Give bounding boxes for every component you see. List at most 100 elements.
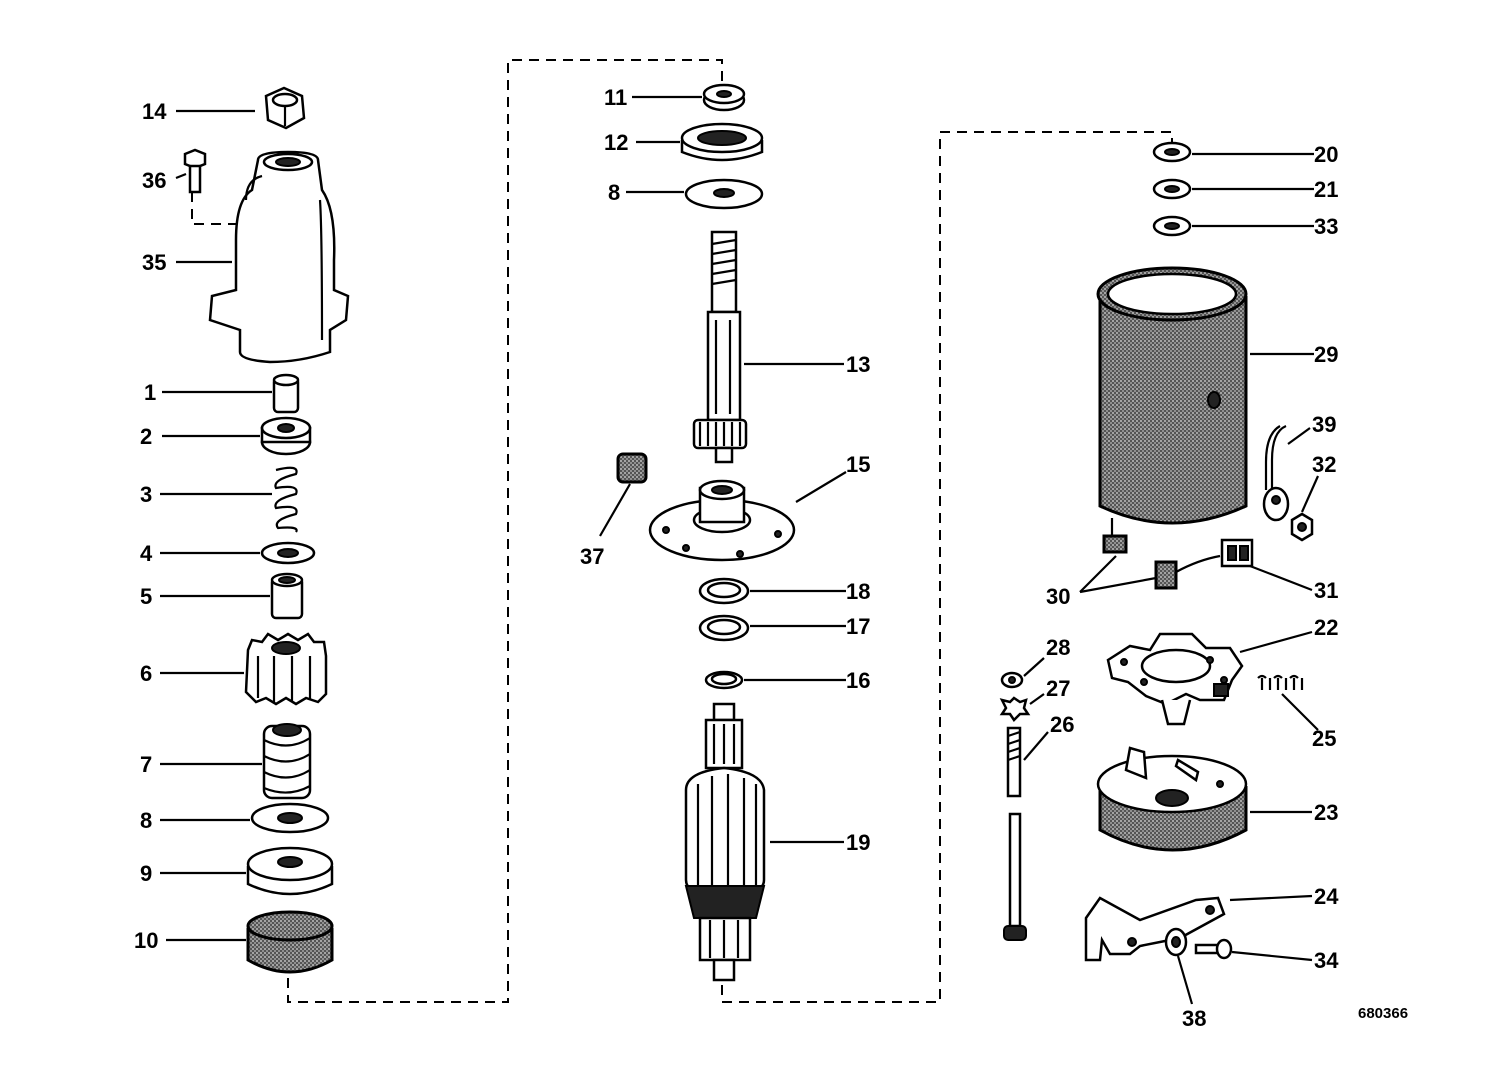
- part-23-end-cap: [1096, 746, 1248, 852]
- part-21-washer: [1152, 178, 1192, 200]
- label-5: 5: [140, 584, 152, 609]
- leader-line-30a: [1079, 555, 1117, 593]
- leader-line-38: [1176, 955, 1194, 1005]
- label-1: 1: [144, 380, 156, 405]
- part-27-lock-washer: [999, 696, 1031, 722]
- leader-line-36: [175, 172, 187, 180]
- part-11-bushing: [702, 83, 746, 112]
- part-4-washer: [260, 541, 316, 565]
- dashed-connector-left: [287, 59, 723, 1003]
- label-30: 30: [1046, 584, 1070, 609]
- part-36-bolt: [183, 148, 207, 194]
- part-14-nut: [264, 86, 306, 130]
- label-18: 18: [846, 579, 870, 604]
- part-19-armature: [684, 702, 766, 982]
- leader-line-25: [1281, 693, 1319, 731]
- leader-line-26: [1023, 731, 1049, 761]
- label-22: 22: [1314, 615, 1338, 640]
- label-21: 21: [1314, 177, 1338, 202]
- leader-line-32: [1300, 475, 1320, 513]
- part-8-washer-left: [250, 802, 330, 834]
- part-10-cup: [246, 910, 334, 974]
- label-31: 31: [1314, 578, 1338, 603]
- label-17: 17: [846, 614, 870, 639]
- leader-line-27: [1029, 693, 1045, 705]
- label-6: 6: [140, 661, 152, 686]
- dashed-connector-right: [721, 131, 1173, 1003]
- part-7-screw-shaft: [262, 723, 312, 800]
- part-30-brushes: [1102, 518, 1221, 590]
- label-15: 15: [846, 452, 870, 477]
- leader-line-39: [1287, 427, 1311, 445]
- leader-line-15: [795, 471, 847, 503]
- part-13-drive-shaft: [692, 230, 748, 464]
- label-39: 39: [1312, 412, 1336, 437]
- label-25: 25: [1312, 726, 1336, 751]
- label-13: 13: [846, 352, 870, 377]
- label-16: 16: [846, 668, 870, 693]
- part-25-brush-springs: [1257, 674, 1304, 690]
- label-38: 38: [1182, 1006, 1206, 1031]
- label-4: 4: [140, 541, 153, 566]
- part-22-brush-plate: [1106, 632, 1244, 726]
- label-26: 26: [1050, 712, 1074, 737]
- label-11: 11: [604, 85, 627, 110]
- part-16-washer: [704, 670, 744, 690]
- label-2: 2: [140, 424, 152, 449]
- part-12-cap: [680, 122, 764, 162]
- label-10: 10: [134, 928, 158, 953]
- label-9: 9: [140, 861, 152, 886]
- label-27: 27: [1046, 676, 1070, 701]
- drawing-number: 680366: [1358, 1005, 1408, 1022]
- part-28-nut: [1000, 671, 1024, 689]
- label-20: 20: [1314, 142, 1338, 167]
- label-3: 3: [140, 482, 152, 507]
- part-34-screw: [1194, 938, 1233, 960]
- label-37: 37: [580, 544, 604, 569]
- dashed-connector-bolt: [191, 192, 240, 225]
- leader-line-30b: [1079, 576, 1157, 594]
- part-9-thrust-collar: [246, 846, 334, 896]
- leader-line-37: [599, 483, 631, 537]
- part-18-washer: [698, 577, 750, 605]
- label-8-left: 8: [140, 808, 152, 833]
- part-6-pinion-gear: [244, 632, 328, 706]
- part-15-end-plate: [648, 479, 796, 562]
- part-20-washer: [1152, 141, 1192, 163]
- label-35: 35: [142, 250, 166, 275]
- label-7: 7: [140, 752, 152, 777]
- part-37-bushing: [616, 452, 648, 484]
- part-29-frame-field-assembly: [1096, 266, 1248, 525]
- part-32-nut: [1290, 512, 1314, 542]
- part-17-washer: [698, 614, 750, 642]
- part-31-terminal: [1220, 538, 1254, 568]
- label-14: 14: [142, 99, 167, 124]
- label-12: 12: [604, 130, 628, 155]
- leader-line-31: [1249, 564, 1313, 592]
- part-24-mounting-bracket: [1084, 896, 1226, 962]
- leader-line-28: [1023, 657, 1045, 677]
- part-26-through-bolts: [1003, 726, 1027, 941]
- leader-line-34: [1231, 950, 1313, 962]
- part-8-washer-center: [684, 178, 764, 210]
- label-28: 28: [1046, 635, 1070, 660]
- label-23: 23: [1314, 800, 1338, 825]
- leader-line-24: [1229, 894, 1313, 902]
- part-3-spring: [274, 466, 298, 533]
- label-24: 24: [1314, 884, 1339, 909]
- part-35-drive-housing: [208, 150, 350, 364]
- label-32: 32: [1312, 452, 1336, 477]
- label-34: 34: [1314, 948, 1339, 973]
- part-38-washer: [1164, 927, 1188, 957]
- label-29: 29: [1314, 342, 1338, 367]
- label-8-center: 8: [608, 180, 620, 205]
- part-2-collar: [260, 416, 312, 456]
- label-19: 19: [846, 830, 870, 855]
- part-39-lead-wire: [1262, 424, 1290, 522]
- part-5-sleeve: [270, 572, 304, 620]
- leader-line-22: [1239, 630, 1313, 654]
- part-1-bushing: [272, 373, 300, 414]
- label-33: 33: [1314, 214, 1338, 239]
- part-33-washer: [1152, 215, 1192, 237]
